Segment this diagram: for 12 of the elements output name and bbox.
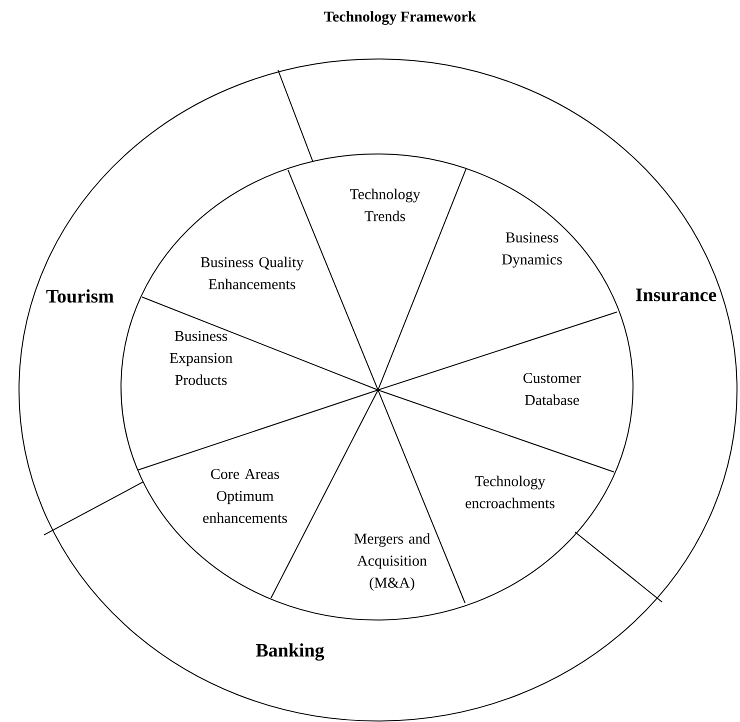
- sector-label: Technology Trends: [350, 188, 420, 222]
- sector-label: Technology encroachments: [466, 476, 554, 508]
- ring-sector-label: Insurance: [636, 288, 716, 302]
- sector-label: Core Areas Optimum enhancements: [203, 468, 287, 524]
- title: Technology Framework: [324, 11, 476, 25]
- sector-label: Customer Database: [523, 372, 582, 406]
- sector-label: Business Expansion Products: [170, 330, 232, 386]
- sector-label: Mergers and Acquisition (M&A): [354, 533, 430, 591]
- ring-sector-label: Tourism: [46, 289, 114, 303]
- sector-label: Business Dynamics: [502, 232, 562, 268]
- sector-label: Business Quality Enhancements: [200, 256, 304, 290]
- ring-sector-label: Banking: [256, 643, 324, 661]
